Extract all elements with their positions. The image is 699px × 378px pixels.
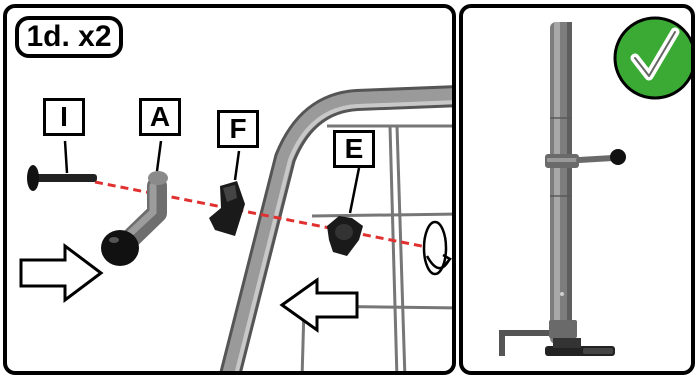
part-f-wedge [209,181,245,236]
arrow-left-icon [282,280,357,330]
result-panel [459,4,695,375]
part-label-i: I [43,98,85,136]
step-badge: 1d. x2 [15,16,123,58]
assembled-foot [499,320,615,356]
part-i-bolt [27,165,97,191]
assembly-step-panel: 1d. x2 I A F E [3,4,456,375]
part-e-knob [327,216,363,256]
rotate-icon [424,222,450,274]
assembled-post [550,22,572,344]
assembled-result-illustration [463,8,695,375]
part-label-f: F [217,110,259,148]
check-mark-icon [615,18,695,98]
part-label-a: A [139,98,181,136]
part-label-e: E [333,130,375,168]
arrow-right-icon [21,246,101,300]
assembly-illustration [7,8,456,375]
